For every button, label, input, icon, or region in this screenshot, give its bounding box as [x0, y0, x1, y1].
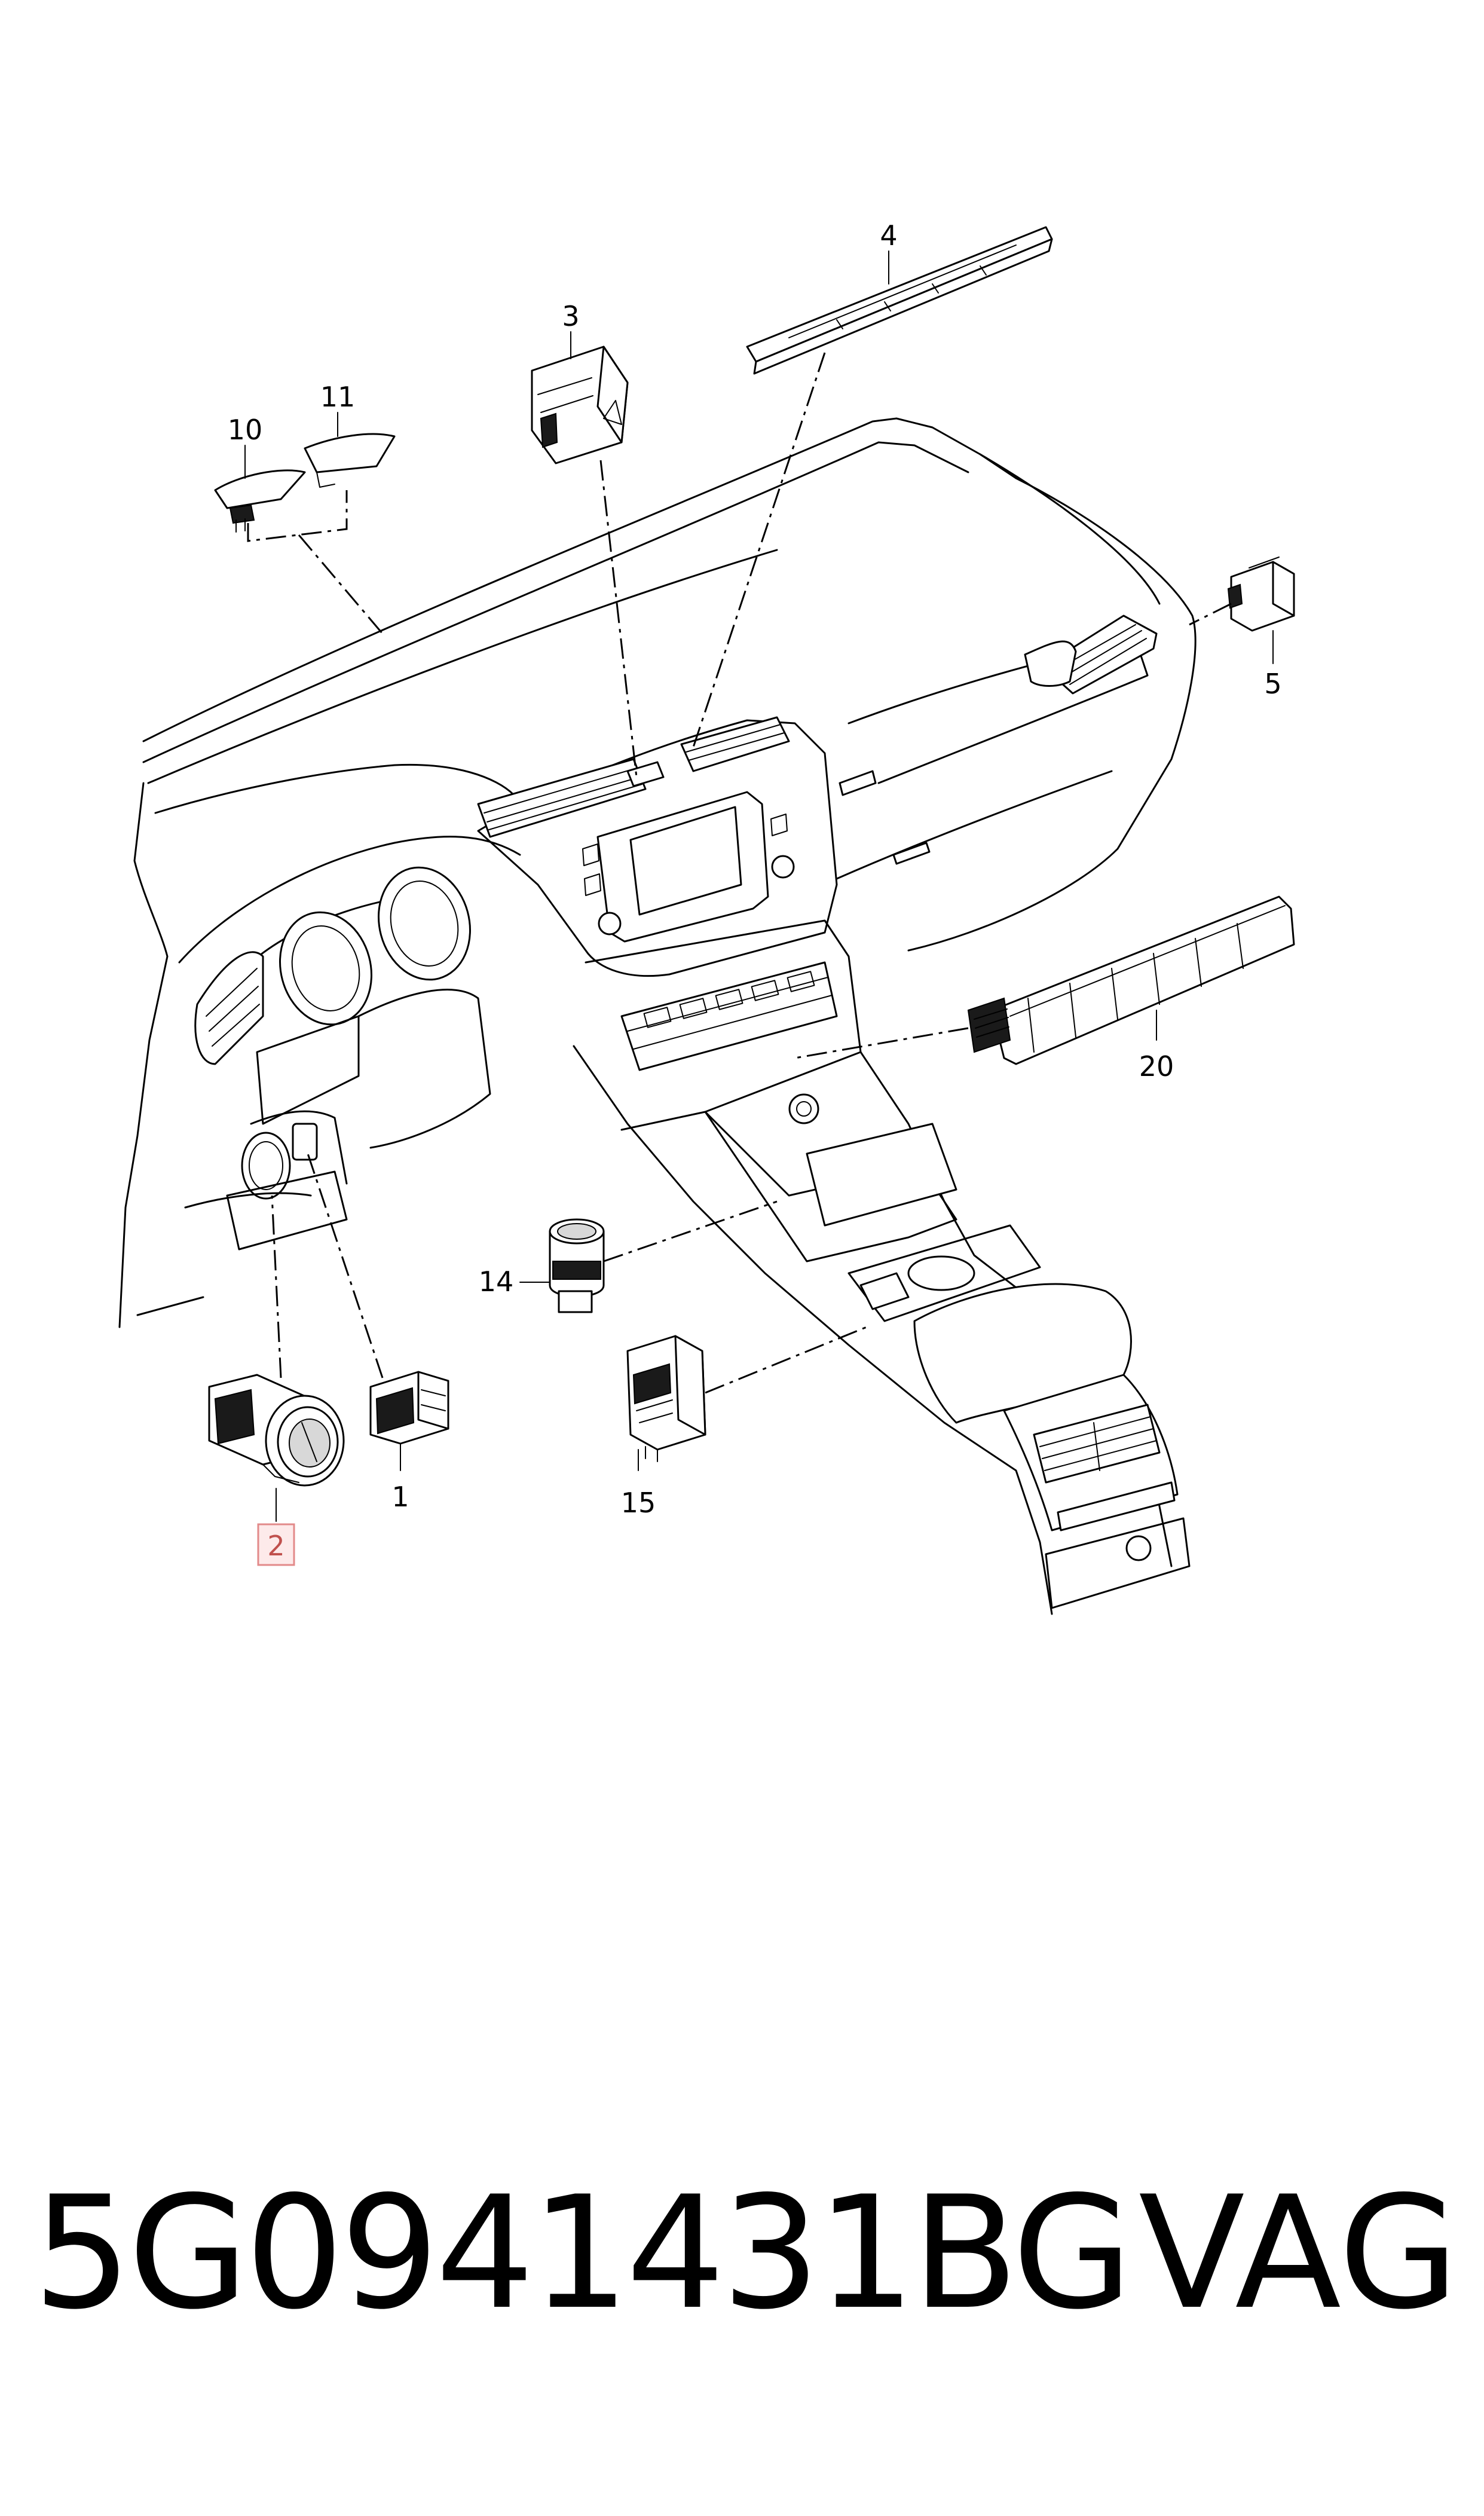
- brand-label: VAG: [1139, 2163, 1459, 2344]
- callout-labels: 4 3 11 10 5 20 14 15 1 2: [228, 219, 1282, 1566]
- leader-lines: [247, 352, 1232, 1394]
- callout-2-highlight: [257, 1523, 295, 1566]
- callout-3: 3: [562, 300, 579, 332]
- part-11-cover: [304, 433, 396, 488]
- part-number: 5G0941431BG: [33, 2163, 1133, 2344]
- part-5-side-switch: [1227, 557, 1295, 632]
- part-4-switch-strip: [746, 226, 1053, 375]
- callout-1: 1: [391, 1481, 409, 1513]
- callout-5: 5: [1264, 668, 1281, 700]
- part-10-cover: [214, 469, 306, 533]
- part-20-switch-panel: [967, 895, 1295, 1065]
- callout-14: 14: [479, 1265, 514, 1298]
- part-15-switch-module: [626, 1335, 706, 1462]
- dashboard-body: [118, 417, 1197, 1615]
- callout-15: 15: [621, 1487, 656, 1519]
- callout-11: 11: [320, 381, 356, 413]
- part-3-hazard-switch: [531, 346, 629, 464]
- part-14-start-button: [549, 1218, 605, 1313]
- part-1-switch: [369, 1371, 449, 1459]
- dashboard-exploded-diagram: 4 3 11 10 5 20 14 15 1 2: [118, 219, 1295, 1615]
- callout-4: 4: [880, 219, 897, 252]
- callout-20: 20: [1139, 1050, 1174, 1083]
- part-2-light-switch: [208, 1374, 345, 1487]
- callout-2: 2: [267, 1530, 284, 1562]
- callout-10: 10: [228, 414, 263, 446]
